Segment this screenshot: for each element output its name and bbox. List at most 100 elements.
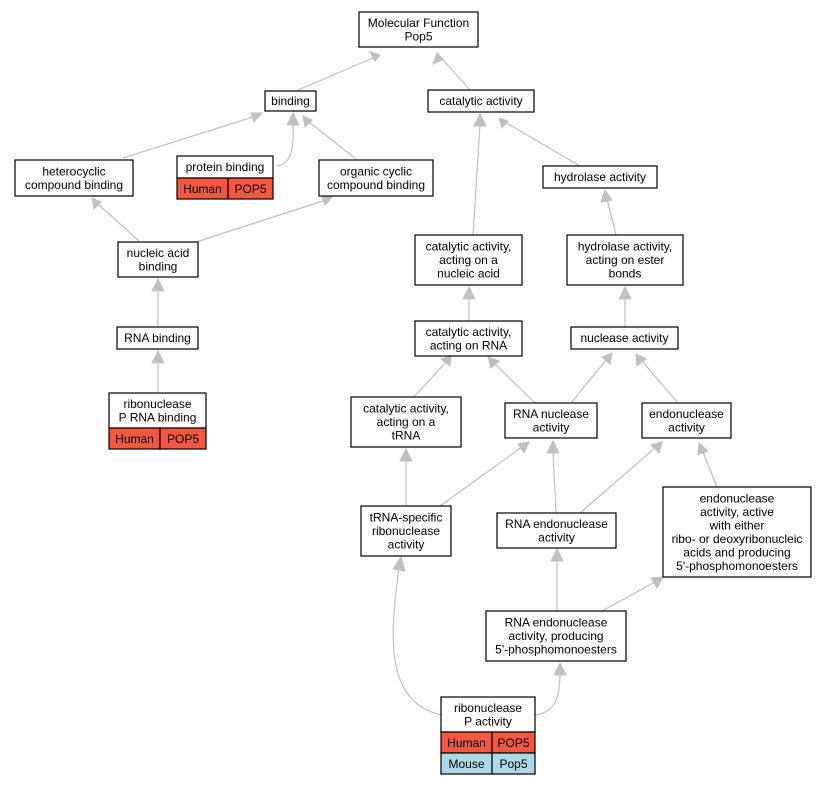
- arrowhead-icon: [487, 356, 500, 369]
- term-label-line: nuclease activity: [580, 331, 668, 345]
- arrowhead-icon: [432, 51, 443, 65]
- term-label-line: endonuclease: [700, 491, 775, 505]
- term-label-line: compound binding: [327, 178, 425, 192]
- edge-line: [601, 581, 656, 612]
- arrowhead-icon: [368, 51, 381, 62]
- term-label-line: heterocyclic: [42, 164, 105, 178]
- term-label-line: tRNA-specific: [370, 511, 443, 525]
- term-label-line: ribonuclease: [372, 524, 440, 538]
- term-box: [117, 241, 199, 278]
- arrowhead-icon: [650, 441, 663, 454]
- edge-line: [606, 198, 617, 236]
- term-label-line: P activity: [464, 714, 512, 728]
- arrowhead-icon: [151, 349, 165, 364]
- arrowhead-icon: [546, 439, 560, 454]
- edge-hydrolase-ester-to-hydrolase: [600, 188, 617, 236]
- term-label-line: RNA nuclease: [513, 407, 589, 421]
- term-box: [318, 159, 434, 197]
- arrowhead-icon: [286, 111, 300, 126]
- edge-cat-rna-to-cat-nucleic: [462, 285, 476, 321]
- term-box: [570, 326, 679, 350]
- edge-line: [439, 446, 523, 507]
- species-label: Mouse: [448, 757, 484, 771]
- term-label-line: Molecular Function: [368, 16, 469, 30]
- edge-protein-binding-to-binding: [276, 111, 300, 167]
- edge-line: [552, 450, 557, 514]
- arrowhead-icon: [302, 115, 313, 129]
- arrowhead-icon: [618, 285, 632, 300]
- edge-rna-nuclease-to-cat-rna: [487, 356, 536, 404]
- term-box: [116, 326, 199, 350]
- go-term-binding[interactable]: binding: [264, 90, 317, 112]
- term-box: [427, 89, 535, 113]
- arrowhead-icon: [439, 355, 452, 367]
- term-box: [14, 159, 134, 197]
- edge-rnase-p-rna-binding-to-rna-binding: [151, 349, 165, 393]
- term-label-line: P RNA binding: [119, 410, 197, 424]
- arrowhead-icon: [498, 117, 509, 130]
- edge-nucleic-binding-to-heterocyclic: [91, 197, 140, 242]
- term-box: [566, 234, 684, 286]
- edge-nuclease-to-hydrolase-ester: [618, 285, 632, 327]
- arrowhead-icon: [473, 112, 487, 127]
- term-box: [496, 512, 617, 549]
- term-label-line: activity, producing: [508, 629, 603, 643]
- go-term-cat-rna[interactable]: catalytic activity,acting on RNA: [414, 320, 523, 357]
- term-label-line: acting on a: [377, 415, 436, 429]
- go-term-rna-binding[interactable]: RNA binding: [116, 326, 199, 350]
- term-label-line: binding: [271, 94, 310, 108]
- edge-rna-binding-to-nucleic-binding: [151, 277, 165, 327]
- term-box: [360, 505, 452, 557]
- edge-line: [579, 447, 656, 514]
- term-label-line: acting on a: [439, 253, 498, 267]
- term-label-line: nucleic acid: [127, 246, 190, 260]
- edge-line: [494, 363, 536, 404]
- edge-cat-nucleic-to-catalytic: [472, 112, 487, 236]
- edge-line: [122, 115, 257, 159]
- term-label-line: organic cyclic: [340, 164, 412, 178]
- term-label-line: catalytic activity: [439, 94, 522, 108]
- term-label-line: with either: [709, 518, 765, 532]
- gene-cell: [227, 177, 274, 200]
- term-label-line: tRNA: [392, 429, 421, 443]
- term-label-line: acids and producing: [683, 545, 790, 559]
- term-box: [358, 11, 479, 48]
- term-label-line: 5'-phosphomonoesters: [676, 559, 798, 573]
- edge-trna-rnase-to-rna-nuclease: [439, 441, 530, 507]
- term-box: [414, 320, 523, 357]
- edge-rna-nuclease-to-nuclease: [570, 352, 613, 404]
- go-term-nuclease[interactable]: nuclease activity: [570, 326, 679, 350]
- edge-trna-rnase-to-cat-trna: [399, 447, 413, 506]
- arrowhead-icon: [553, 661, 567, 676]
- arrowhead-icon: [321, 195, 334, 206]
- gene-label: POP5: [167, 432, 199, 446]
- arrowhead-icon: [462, 285, 476, 300]
- term-label-line: activity: [538, 530, 575, 544]
- go-term-hydrolase[interactable]: hydrolase activity: [542, 165, 658, 189]
- species-label: Human: [447, 736, 486, 750]
- edge-rnase-p-to-rna-endo-5p: [534, 661, 567, 716]
- term-label-line: acting on ester: [586, 253, 665, 267]
- term-label-line: activity: [388, 538, 425, 552]
- edge-rna-endo-5p-to-rna-endonuclease: [550, 547, 564, 611]
- arrowhead-icon: [517, 441, 530, 455]
- go-term-catalytic[interactable]: catalytic activity: [427, 89, 535, 113]
- arrowhead-icon: [250, 112, 264, 123]
